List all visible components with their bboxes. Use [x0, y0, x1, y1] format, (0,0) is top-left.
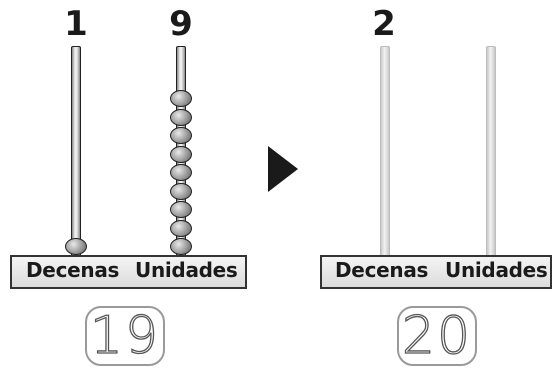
bead — [170, 145, 192, 163]
bead — [170, 219, 192, 237]
units-label: Unidades — [445, 258, 548, 282]
bead — [170, 201, 192, 218]
units-label: Unidades — [135, 258, 238, 282]
bead — [170, 90, 192, 107]
units-digit: 9 — [169, 4, 193, 44]
units-rod — [486, 46, 496, 260]
answer-box: 19 — [85, 305, 165, 367]
abacus-base — [320, 255, 552, 289]
tens-label: Decenas — [335, 258, 429, 282]
right-arrow-icon — [268, 146, 298, 192]
answer-number: 19 — [89, 305, 161, 366]
bead — [65, 238, 87, 255]
left-abacus: 1 9 Decenas Unidades 19 — [0, 0, 250, 372]
bead — [170, 164, 192, 181]
tens-label: Decenas — [26, 258, 120, 282]
tens-rod — [71, 46, 81, 260]
tens-digit: 2 — [372, 4, 396, 44]
bead — [170, 238, 192, 255]
answer-number: 20 — [401, 305, 473, 366]
answer-box: 20 — [397, 305, 477, 367]
bead — [170, 127, 192, 144]
bead — [170, 182, 192, 200]
bead — [170, 108, 192, 126]
right-abacus: 2 Decenas Unidades 20 — [310, 0, 555, 372]
tens-digit: 1 — [64, 4, 88, 44]
tens-rod — [380, 46, 390, 260]
abacus-base — [10, 255, 247, 289]
